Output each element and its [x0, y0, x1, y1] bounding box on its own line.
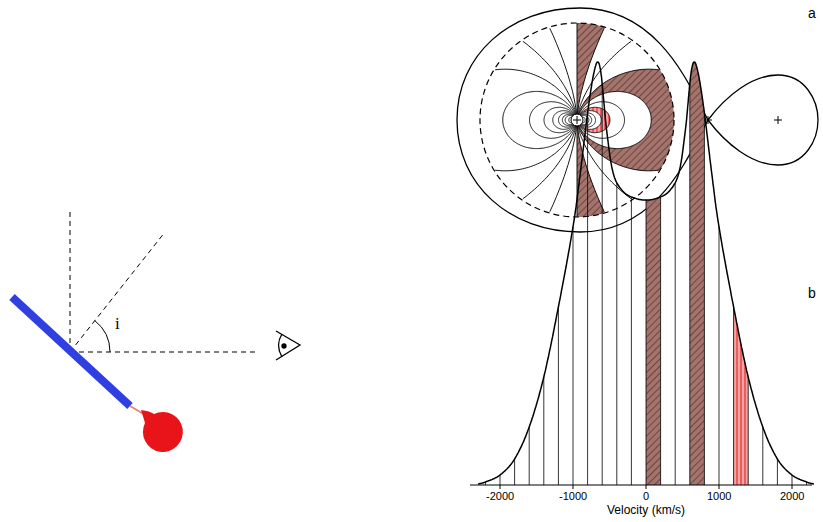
velocity-bin-edge [792, 475, 793, 485]
axis-tick [573, 485, 574, 489]
profile-stripes [485, 84, 806, 485]
disk-edge [480, 23, 674, 217]
observer-eye [276, 331, 300, 360]
primary-roche-lobe [457, 8, 708, 232]
velocity-bin-edge [675, 183, 676, 485]
peak-velocity-bin [690, 62, 705, 485]
low-velocity-bin [646, 197, 661, 485]
axis-tick [500, 485, 501, 489]
isovelocity-line [577, 102, 625, 139]
disk-normal [70, 232, 165, 352]
tick-label: -1000 [559, 491, 587, 502]
tick-label: 2000 [780, 491, 804, 502]
panel-letter: b [808, 286, 816, 300]
donor-star [141, 410, 183, 452]
axis-ticks [500, 485, 792, 489]
secondary-roche-lobe [708, 75, 818, 165]
isovelocity-line [503, 91, 577, 148]
eye-lids [276, 331, 300, 360]
primary-center-mark [573, 116, 581, 124]
axis-tick [646, 485, 647, 489]
velocity-bin-edge [748, 377, 749, 485]
isovelocity-line [577, 91, 651, 148]
axis-title: Velocity (km/s) [607, 504, 685, 516]
axis-tick [719, 485, 720, 489]
velocity-bin-edge [529, 427, 530, 485]
isovelocity-line [577, 120, 659, 171]
velocity-bin-edge [558, 307, 559, 485]
tick-label: 1000 [707, 491, 731, 502]
velocity-bin-edge [631, 197, 632, 485]
velocity-bin-edge [762, 427, 763, 485]
inclination-sketch [12, 212, 300, 452]
angle-label: i [115, 315, 120, 332]
vertical-axis [70, 212, 71, 352]
velocity-bin-edge [587, 113, 588, 485]
line-profile [478, 62, 814, 484]
isovelocity-contours [495, 23, 659, 217]
isovelocity-line [530, 102, 578, 139]
primary-star [571, 114, 583, 126]
isovelocity-line [495, 69, 577, 120]
isovelocity-line [550, 120, 577, 212]
profile-bins [646, 62, 748, 485]
axis-tick [792, 485, 793, 489]
tick-label: 0 [643, 491, 649, 502]
eye-pupil [282, 344, 286, 348]
velocity-bin-edge [616, 183, 617, 485]
high-velocity-bin [734, 307, 749, 485]
velocity-bin-edge [602, 84, 603, 485]
velocity-axis [470, 484, 812, 485]
accretion-disk [12, 297, 130, 406]
velocity-bin-edge [777, 459, 778, 485]
velocity-bin-edge [646, 200, 647, 485]
profile-panel [470, 62, 814, 489]
line-of-sight [70, 352, 255, 353]
isovelocity-line [495, 120, 577, 171]
velocity-bin-edge [689, 84, 690, 485]
isovelocity-line [577, 28, 604, 120]
secondary-center-mark [774, 116, 782, 124]
tick-label: -2000 [486, 491, 514, 502]
velocity-bin-edge [573, 227, 574, 485]
velocity-bin-edge [514, 459, 515, 485]
emission-regions [577, 23, 674, 217]
isovelocity-line [550, 28, 577, 120]
isovelocity-line [577, 69, 659, 120]
panel-letter: a [808, 6, 816, 20]
low-velocity-region [577, 23, 674, 217]
velocity-bin-edge [660, 197, 661, 485]
velocity-bin-edge [543, 377, 544, 485]
velocity-bin-edge [719, 227, 720, 485]
velocity-bin-edge [704, 113, 705, 485]
velocity-bin-edge [500, 475, 501, 485]
angle-arc [95, 321, 110, 352]
velocity-bin-edge [733, 307, 734, 485]
